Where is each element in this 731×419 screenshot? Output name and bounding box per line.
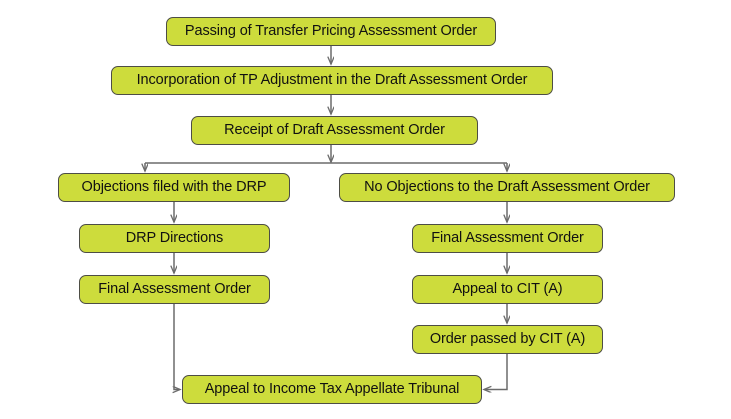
node-objections-filed-with-drp[interactable]: Objections filed with the DRP <box>58 173 290 202</box>
node-incorporation-of-tp-adjustment[interactable]: Incorporation of TP Adjustment in the Dr… <box>111 66 553 95</box>
node-final-assessment-order-left[interactable]: Final Assessment Order <box>79 275 270 304</box>
node-order-passed-by-cit-a[interactable]: Order passed by CIT (A) <box>412 325 603 354</box>
node-appeal-to-itat[interactable]: Appeal to Income Tax Appellate Tribunal <box>182 375 482 404</box>
node-passing-of-tp-assessment-order[interactable]: Passing of Transfer Pricing Assessment O… <box>166 17 496 46</box>
edge-n10-n11 <box>484 354 508 390</box>
node-final-assessment-order-right[interactable]: Final Assessment Order <box>412 224 603 253</box>
node-drp-directions[interactable]: DRP Directions <box>79 224 270 253</box>
node-receipt-of-draft-assessment-order[interactable]: Receipt of Draft Assessment Order <box>191 116 478 145</box>
node-appeal-to-cit-a[interactable]: Appeal to CIT (A) <box>412 275 603 304</box>
edge-n7-n11 <box>174 304 180 390</box>
node-no-objections-to-draft-order[interactable]: No Objections to the Draft Assessment Or… <box>339 173 675 202</box>
